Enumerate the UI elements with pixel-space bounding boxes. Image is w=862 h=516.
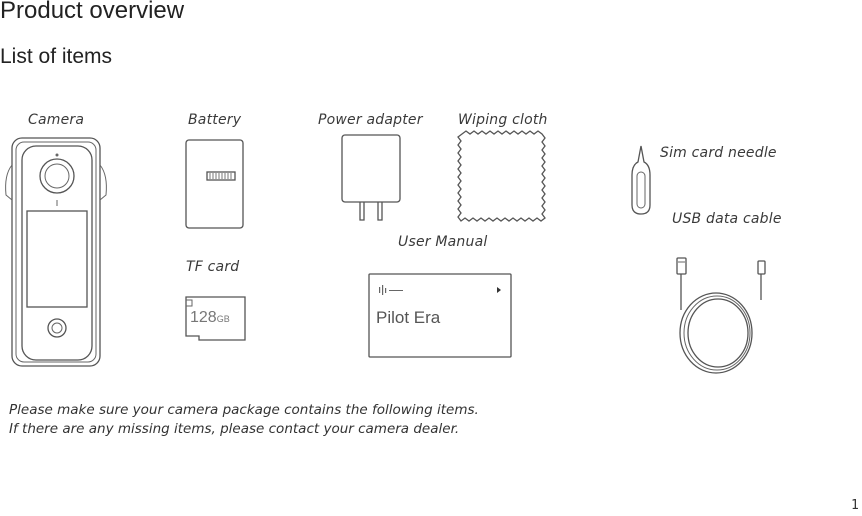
label-wiping-cloth: Wiping cloth: [458, 112, 548, 128]
manual-cover-title: Pilot Era: [376, 308, 441, 327]
page-title: Product overview: [0, 0, 185, 24]
tf-card-capacity-unit: GB: [216, 314, 230, 324]
package-note: Please make sure your camera package con…: [9, 402, 479, 437]
label-sim-card-needle: Sim card needle: [660, 145, 777, 161]
tf-card-capacity-number: 128: [190, 309, 217, 326]
label-camera: Camera: [28, 112, 85, 128]
label-battery: Battery: [188, 112, 242, 128]
tf-card-capacity: 128GB: [190, 309, 230, 327]
label-power-adapter: Power adapter: [318, 112, 423, 128]
label-user-manual: User Manual: [398, 234, 488, 250]
label-usb-data-cable: USB data cable: [672, 211, 782, 227]
page-number: 1: [851, 498, 859, 513]
section-subtitle: List of items: [0, 45, 113, 68]
label-tf-card: TF card: [186, 259, 240, 275]
